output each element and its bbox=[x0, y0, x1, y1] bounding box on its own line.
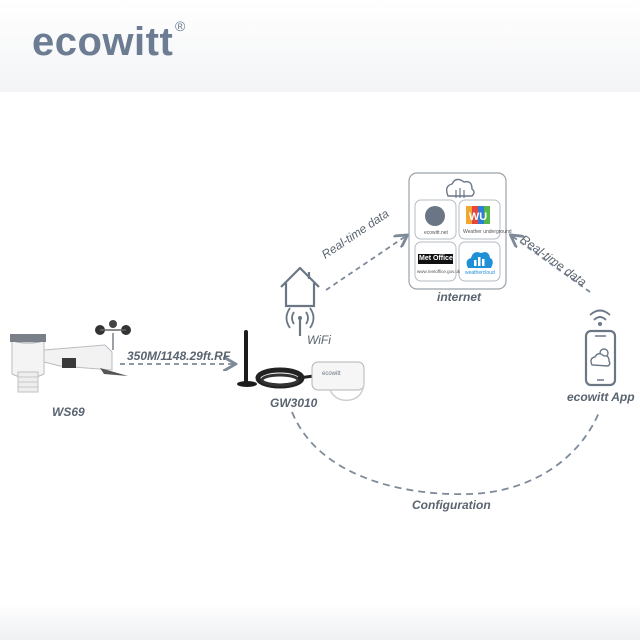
ws69-sensor bbox=[10, 320, 131, 393]
configuration-arc bbox=[291, 409, 601, 496]
house-icon bbox=[280, 266, 320, 308]
phone-icon bbox=[584, 329, 617, 387]
wunderground-logo: WU bbox=[466, 206, 490, 224]
ecowitt-net-caption: ecowitt.net bbox=[424, 230, 448, 236]
svg-text:WU: WU bbox=[469, 211, 487, 223]
metoffice-logo bbox=[418, 254, 453, 264]
weathercloud-caption: weathercloud bbox=[465, 270, 495, 276]
gateway-label: GW3010 bbox=[270, 396, 318, 410]
wifi-signal-icon bbox=[589, 309, 611, 326]
realtime-arrow-left bbox=[325, 236, 406, 291]
configuration-label: Configuration bbox=[412, 498, 491, 512]
metoffice-logo-text: Met Office bbox=[419, 255, 453, 262]
metoffice-caption: www.metoffice.gov.uk bbox=[417, 269, 461, 274]
wunderground-caption: Weather underground bbox=[463, 229, 512, 235]
wifi-icon bbox=[285, 307, 315, 336]
weathercloud-logo bbox=[466, 252, 493, 268]
ecowitt-net-logo bbox=[425, 206, 445, 226]
ecowitt-logo: ecowitt bbox=[32, 20, 174, 64]
cloud-icon bbox=[445, 178, 475, 198]
header-band bbox=[0, 0, 640, 92]
gateway-brand-label: ecowitt bbox=[322, 371, 341, 377]
realtime-arrow-right bbox=[512, 236, 591, 293]
gw3010-gateway bbox=[237, 330, 365, 402]
rf-range-label: 350M/1148.29ft.RF bbox=[127, 349, 231, 363]
app-label: ecowitt App bbox=[567, 390, 635, 404]
footer-band bbox=[0, 604, 640, 640]
weather-app-icon bbox=[590, 348, 611, 367]
sensor-label: WS69 bbox=[52, 405, 85, 419]
registered-mark: ® bbox=[175, 18, 186, 34]
wifi-label: WiFi bbox=[307, 333, 331, 347]
internet-label: internet bbox=[437, 290, 482, 304]
